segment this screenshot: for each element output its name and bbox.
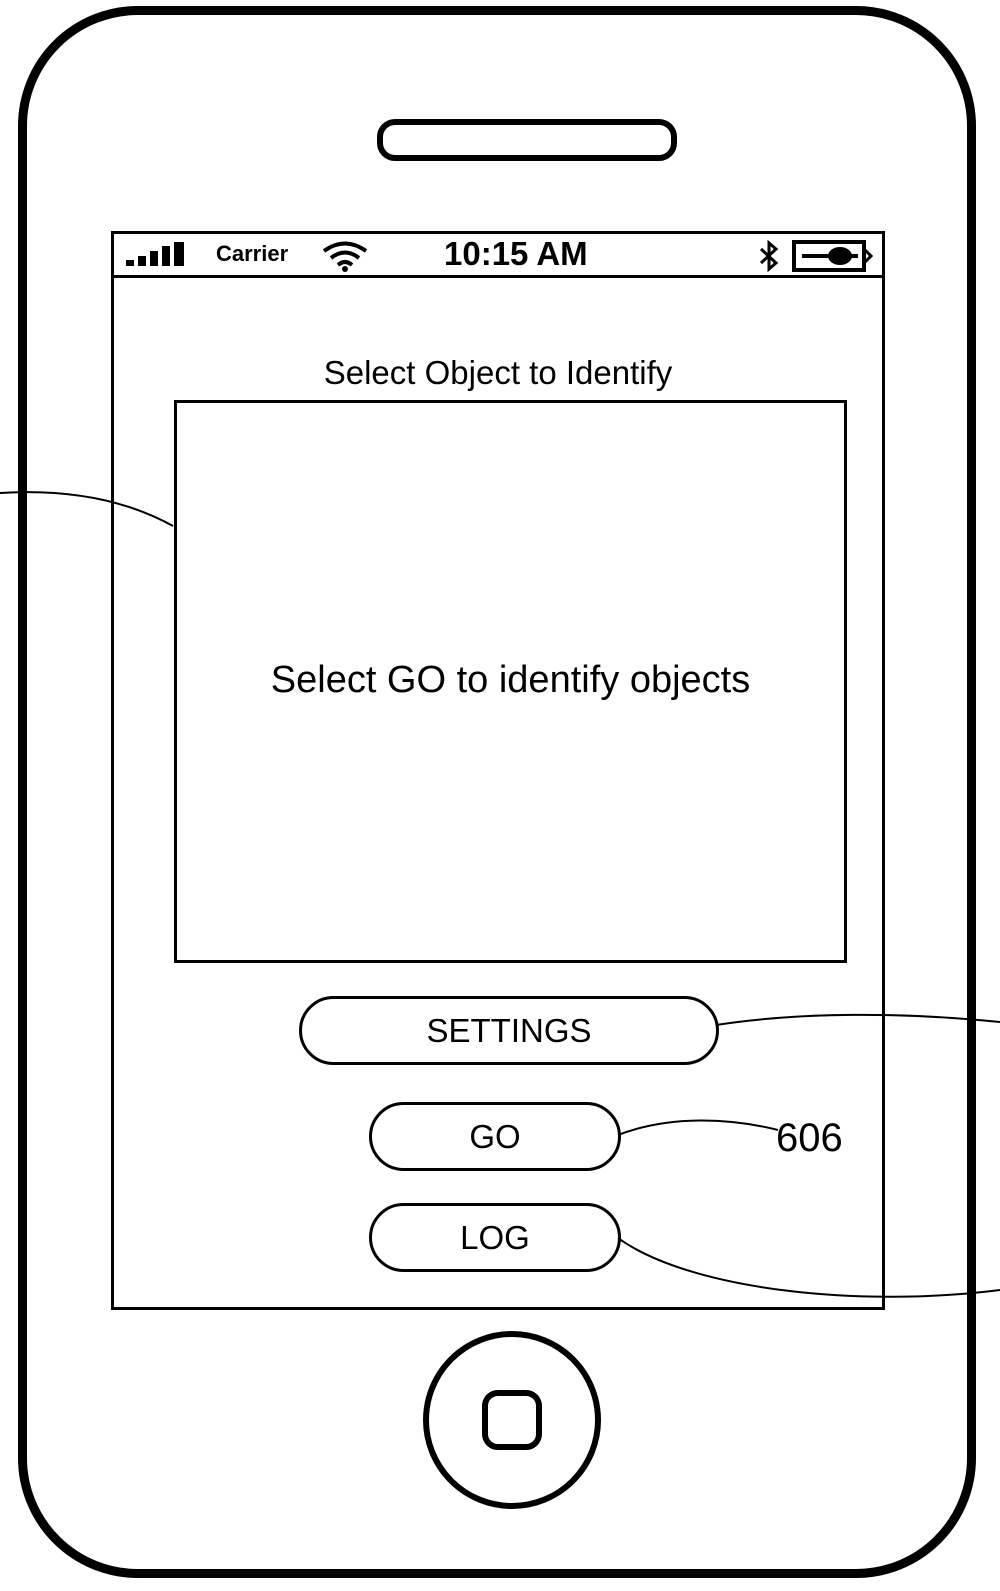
speaker-slot	[377, 119, 677, 161]
phone-screen: Carrier 10:15 AM Select Object to Identi…	[111, 231, 885, 1310]
signal-bars-icon	[126, 242, 184, 266]
settings-button[interactable]: SETTINGS	[299, 996, 719, 1065]
battery-charging-icon	[792, 240, 874, 272]
bluetooth-icon	[759, 240, 779, 272]
go-button[interactable]: GO	[369, 1102, 621, 1171]
preview-message: Select GO to identify objects	[270, 659, 751, 701]
status-time: 10:15 AM	[444, 235, 588, 272]
wifi-icon	[322, 241, 368, 272]
home-square-icon	[482, 1390, 542, 1450]
reference-numeral-606: 606	[776, 1116, 843, 1160]
home-button[interactable]	[423, 1331, 601, 1509]
carrier-label: Carrier	[216, 241, 289, 266]
status-bar: Carrier 10:15 AM	[114, 234, 882, 278]
screen-title: Select Object to Identify	[323, 354, 673, 391]
camera-preview-area[interactable]: Select GO to identify objects	[174, 400, 847, 963]
log-button[interactable]: LOG	[369, 1203, 621, 1272]
